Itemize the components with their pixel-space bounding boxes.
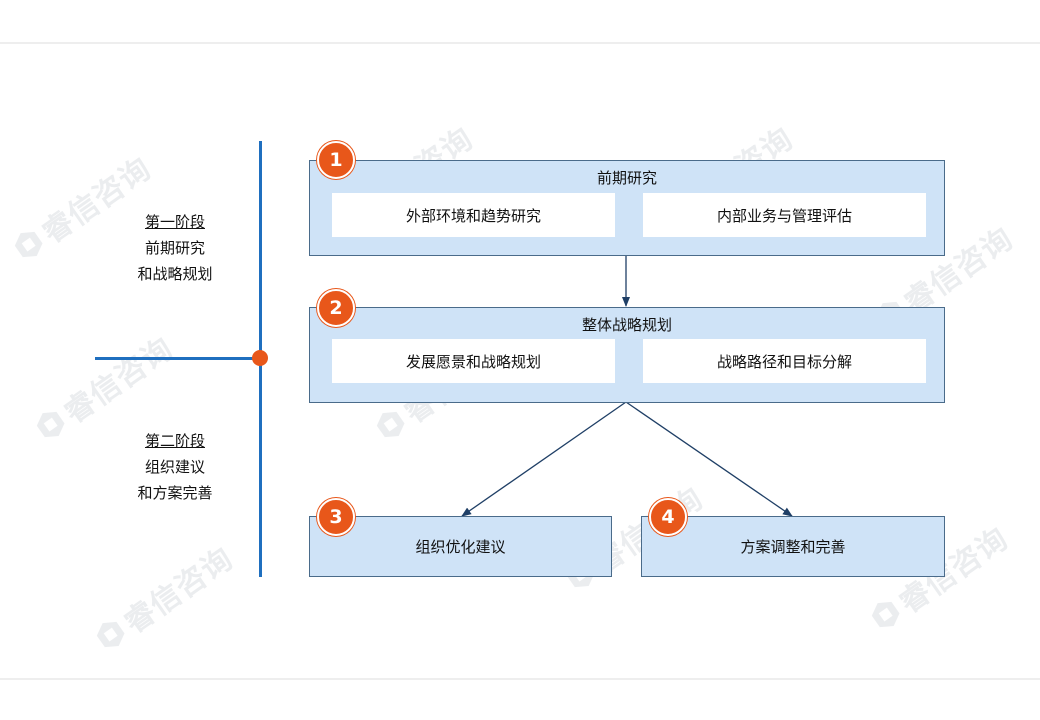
phase-two-line1: 组织建议: [144, 458, 205, 476]
arrow-step2-to-step4: [625, 401, 793, 517]
step-1-item-1: 外部环境和趋势研究: [332, 193, 615, 237]
step-4-number-badge: 4: [649, 498, 687, 536]
step-2-item-1: 发展愿景和战略规划: [332, 339, 615, 383]
phase-two-label: 第二阶段 组织建议 和方案完善: [100, 428, 250, 506]
step-4-box: 方案调整和完善: [641, 516, 945, 577]
step-1-title: 前期研究: [596, 169, 657, 187]
phase-two-line2: 和方案完善: [137, 484, 213, 502]
step-2-title: 整体战略规划: [581, 316, 672, 334]
phase-two-title: 第二阶段: [144, 432, 205, 450]
step-1-box: 前期研究 外部环境和趋势研究 内部业务与管理评估: [309, 160, 945, 256]
step-1-number-badge: 1: [317, 141, 355, 179]
phase-one-label: 第一阶段 前期研究 和战略规划: [100, 209, 250, 287]
arrow-step2-to-step3: [461, 401, 627, 517]
step-2-box: 整体战略规划 发展愿景和战略规划 战略路径和目标分解: [309, 307, 945, 403]
step-1-item-2: 内部业务与管理评估: [643, 193, 926, 237]
step-4-title: 方案调整和完善: [740, 538, 846, 556]
step-3-number-badge: 3: [317, 498, 355, 536]
step-3-box: 组织优化建议: [309, 516, 612, 577]
top-rule: [0, 42, 1040, 44]
phase-one-line2: 和战略规划: [137, 265, 213, 283]
phase-one-title: 第一阶段: [144, 213, 205, 231]
phase-one-line1: 前期研究: [144, 239, 205, 257]
step-2-item-2: 战略路径和目标分解: [643, 339, 926, 383]
phase-divider-line: [95, 357, 260, 360]
step-2-number-badge: 2: [317, 289, 355, 327]
step-3-title: 组织优化建议: [415, 538, 506, 556]
bottom-rule: [0, 678, 1040, 680]
phase-divider-dot: [252, 350, 268, 366]
